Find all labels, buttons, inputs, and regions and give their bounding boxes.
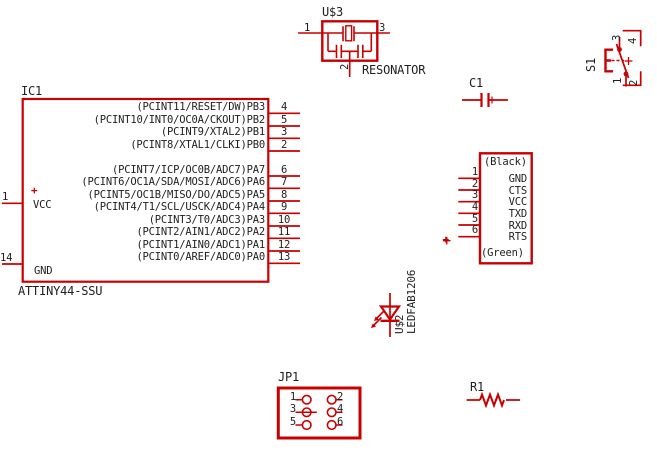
ic1-pin-label: (PCINT6/OC1A/SDA/MOSI/ADC6)PA6: [81, 176, 265, 188]
led-value: LEDFAB1206: [405, 269, 418, 334]
ic1-pin14-number: 14: [0, 251, 13, 264]
switch-ref: S1: [584, 57, 598, 72]
jumper-pin-number: 4: [337, 403, 344, 415]
serial-pin-number: 6: [471, 224, 478, 237]
ic1-vcc-plus-mark: +: [31, 184, 38, 197]
serial-bottom-label: (Green): [481, 247, 524, 259]
capacitor-ref: C1: [469, 76, 484, 90]
ic1-pin-number: 12: [277, 238, 291, 251]
ic1-pin1-number: 1: [2, 191, 9, 203]
ic1-pin-label: (PCINT3/T0/ADC3)PA3: [148, 213, 266, 226]
serial-pin-name: RXD: [508, 219, 528, 232]
ic1-pin-number: 9: [280, 201, 288, 213]
ic1-pin-label: (PCINT11/RESET/DW)PB3: [136, 101, 265, 113]
switch-pin-number: 2: [627, 79, 640, 86]
ic1-pin-number: 5: [280, 113, 288, 126]
led-symbol[interactable]: [371, 293, 402, 337]
ic1-pin-number: 13: [277, 251, 291, 263]
resonator-pin-number: 1: [304, 22, 311, 34]
ic1-pin-number: 7: [280, 176, 288, 188]
serial-pin-number: 5: [471, 212, 478, 225]
resonator-value: RESONATOR: [362, 63, 426, 77]
ic1-pin-label: (PCINT0/AREF/ADC0)PA0: [136, 251, 265, 263]
capacitor-symbol[interactable]: [462, 93, 508, 107]
switch-pin-number: 4: [627, 37, 639, 44]
serial-pin-number: 4: [471, 201, 478, 213]
resonator-symbol[interactable]: [298, 20, 390, 77]
ic1-pin-vcc: VCC: [33, 198, 52, 211]
jumper-pin-number: 3: [289, 403, 296, 415]
resonator-pin-number: 2: [339, 63, 351, 70]
ic1-pin-number: 2: [280, 138, 288, 151]
serial-pin-name: VCC: [508, 196, 528, 209]
jumper-header-symbol[interactable]: [276, 386, 362, 440]
jumper-pin-number: 5: [289, 415, 296, 428]
ic1-pin-gnd: GND: [34, 264, 53, 277]
ic1-pin-label: (PCINT4/T1/SCL/USCK/ADC4)PA4: [93, 201, 266, 213]
ic1-pin-number: 6: [280, 163, 288, 176]
serial-pin-name: TXD: [508, 207, 528, 220]
ic1-pin-label: (PCINT2/AIN1/ADC2)PA2: [136, 226, 265, 238]
ic1-pin-number: 4: [280, 101, 288, 113]
resistor-symbol[interactable]: [466, 391, 520, 409]
ic1-value: ATTINY44-SSU: [18, 284, 103, 298]
serial-pin-number: 2: [471, 177, 478, 190]
switch-pin-number: 1: [611, 77, 624, 84]
ic1-pin-label: (PCINT9/XTAL2)PB1: [160, 126, 265, 138]
resistor-ref: R1: [470, 380, 485, 394]
ic1-pin-label: (PCINT1/AIN0/ADC1)PA1: [136, 238, 265, 251]
ic1-pin-label: (PCINT5/OC1B/MISO/DO/ADC5)PA5: [87, 188, 265, 201]
ic1-pin-number: 3: [280, 126, 288, 138]
serial-plus-mark: +: [442, 233, 450, 246]
jumper-pin-number: 6: [337, 415, 344, 428]
ic1-pin-number: 10: [277, 213, 291, 226]
ic1-pin-label: (PCINT7/ICP/OC0B/ADC7)PA7: [111, 163, 265, 176]
serial-pin-name: RTS: [508, 231, 528, 244]
ic1-symbol[interactable]: [2, 97, 300, 283]
jumper-pin-number: 2: [337, 390, 344, 403]
jumper-pin-number: 1: [289, 390, 296, 403]
switch-pin-number: 3: [611, 34, 623, 41]
ic1-pin-label: (PCINT10/INT0/OC0A/CKOUT)PB2: [93, 113, 266, 126]
serial-pin-number: 3: [471, 189, 478, 202]
serial-header-symbol[interactable]: [443, 152, 533, 265]
resonator-pin-number: 3: [379, 22, 386, 34]
ic1-pin-number: 8: [280, 188, 288, 201]
resonator-ref: U$3: [322, 5, 344, 19]
ic1-pin-number: 11: [277, 226, 291, 238]
serial-pin-name: GND: [508, 172, 528, 185]
ic1-pin-label: (PCINT8/XTAL1/CLKI)PB0: [130, 138, 265, 151]
serial-pin-name: CTS: [508, 184, 528, 197]
ic1-ref: IC1: [21, 84, 43, 98]
serial-top-label: (Black): [484, 155, 527, 168]
serial-pin-number: 1: [471, 166, 478, 178]
jumper-ref: JP1: [278, 370, 300, 384]
switch-symbol[interactable]: [604, 29, 642, 87]
